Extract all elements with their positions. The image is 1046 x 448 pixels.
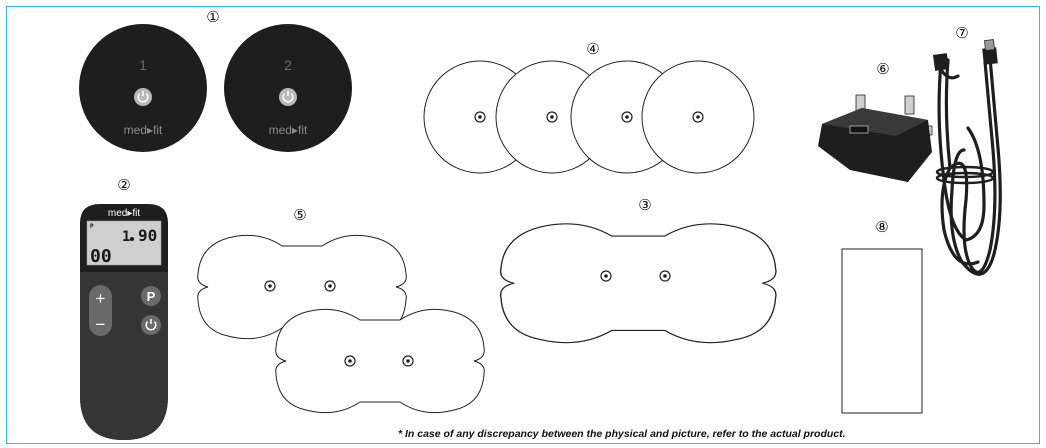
program-button-label: P	[147, 289, 156, 304]
power-icon	[134, 88, 152, 106]
label-item-5: ⑤	[293, 206, 306, 224]
wall-charger	[818, 94, 933, 182]
usb-cable	[937, 56, 1002, 276]
cable-plug	[932, 39, 998, 71]
remote-lcd	[86, 220, 162, 266]
minus-icon[interactable]: −	[96, 315, 106, 334]
remote-control: med▸fit P 1 90 00 + − P	[80, 204, 168, 440]
lcd-small-p: P	[90, 223, 94, 230]
usb-port-icon	[849, 125, 869, 134]
remote-brand: med▸fit	[108, 208, 140, 219]
label-item-4: ④	[586, 40, 599, 58]
lcd-intensity: 00	[90, 246, 112, 267]
pod-2-number: 2	[284, 57, 292, 73]
pod-1-number: 1	[139, 57, 147, 73]
diagram-frame	[6, 6, 1040, 444]
pod-1-brand: med▸fit	[124, 123, 163, 137]
plus-icon[interactable]: +	[96, 289, 106, 308]
pod-1: 1 med▸fit	[79, 24, 207, 152]
label-item-8: ⑧	[875, 218, 888, 236]
program-button[interactable]	[141, 286, 161, 306]
label-item-6: ⑥	[876, 60, 889, 78]
pod-2-brand: med▸fit	[269, 123, 308, 137]
lcd-clock-icon	[130, 237, 134, 241]
label-item-3: ③	[638, 196, 651, 214]
bone-pad-large	[499, 223, 777, 344]
remote-power-button[interactable]	[141, 315, 161, 335]
bone-pad-5b	[275, 308, 485, 414]
label-item-7: ⑦	[955, 24, 968, 42]
label-item-2: ②	[117, 176, 130, 194]
power-icon	[279, 88, 297, 106]
label-item-1: ①	[206, 8, 219, 26]
lcd-program-number: 1	[122, 229, 130, 245]
power-icon	[145, 319, 157, 331]
user-manual	[841, 248, 923, 414]
lcd-time: 90	[138, 226, 157, 245]
intensity-rocker[interactable]	[89, 285, 112, 336]
pod-2: 2 med▸fit	[224, 24, 352, 152]
cable-tie	[935, 165, 995, 185]
disclaimer-text: * In case of any discrepancy between the…	[398, 428, 846, 440]
round-pad-snaps	[474, 111, 704, 123]
round-electrode-pads	[423, 60, 755, 174]
